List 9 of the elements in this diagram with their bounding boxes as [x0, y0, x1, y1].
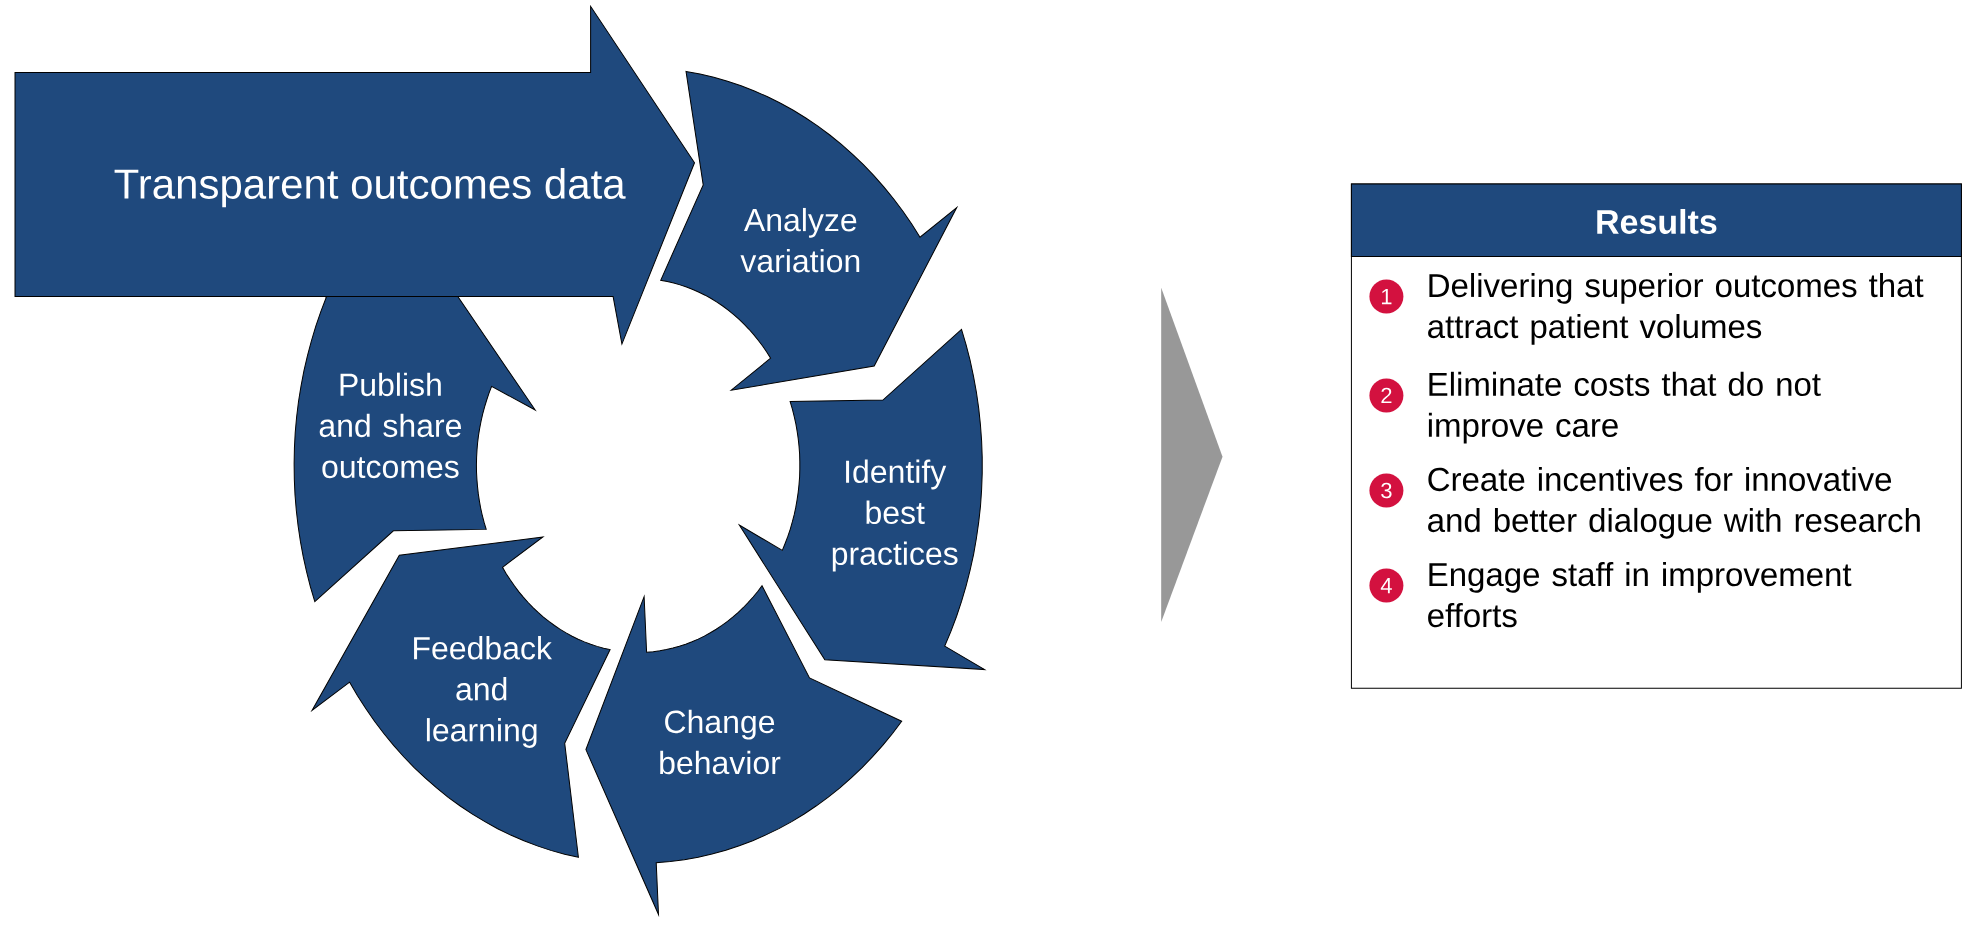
number-badge: 4 — [1369, 568, 1404, 603]
cycle-segment: Feedback and learning — [311, 536, 611, 858]
number-badge: 1 — [1369, 279, 1404, 314]
cycle-segment: Change behavior — [585, 585, 903, 915]
number-badge: 2 — [1369, 378, 1404, 413]
cycle-segment: Identify best practices — [738, 328, 986, 671]
heading-block: Transparent outcomes data — [14, 5, 695, 345]
cycle-segment: Analyze variation — [660, 70, 958, 391]
number-badge: 3 — [1369, 473, 1404, 508]
